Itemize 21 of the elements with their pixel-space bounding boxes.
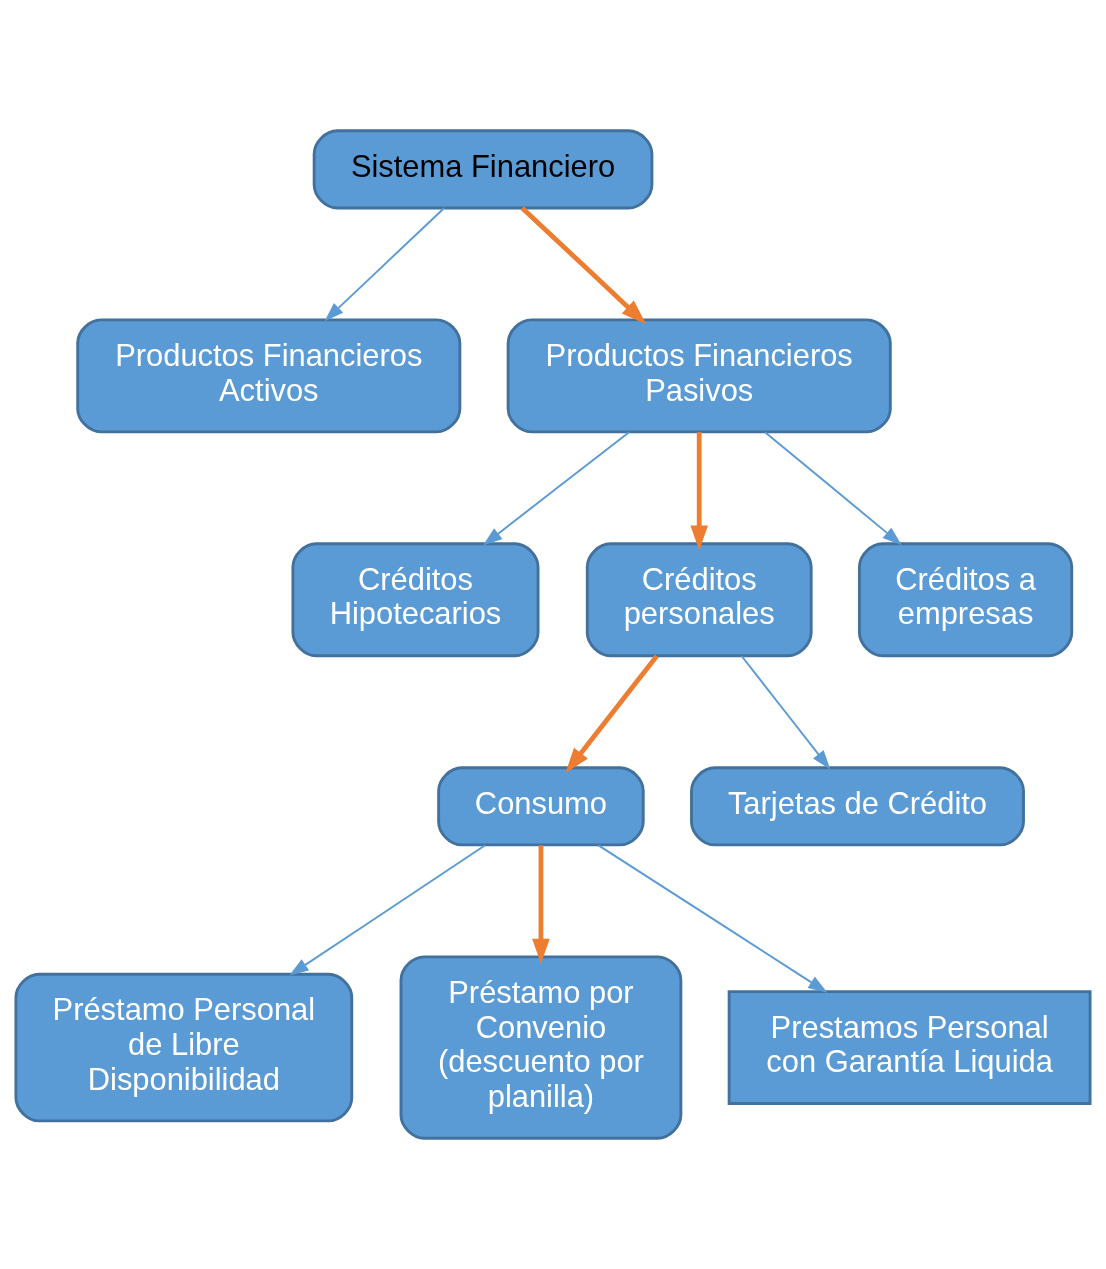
arrow xyxy=(520,206,647,325)
node-box: Productos Financieros Pasivos xyxy=(506,318,892,434)
arrow xyxy=(597,844,828,993)
arrow xyxy=(764,431,902,546)
arrow xyxy=(690,432,709,551)
node-box: Sistema Financiero xyxy=(312,129,654,210)
node-box: Créditos a empresas xyxy=(857,542,1074,658)
arrow xyxy=(565,654,659,773)
arrow xyxy=(289,844,487,976)
arrow xyxy=(740,655,831,770)
node-box: Tarjetas de Crédito xyxy=(690,766,1025,847)
node-box: Créditos Hipotecarios xyxy=(291,542,540,658)
node-box: Créditos personales xyxy=(585,542,813,658)
arrow xyxy=(324,207,446,322)
node-box: Consumo xyxy=(437,766,645,847)
node-box: Préstamo por Convenio (descuento por planilla) xyxy=(399,955,683,1140)
node-box: Prestamos Personal con Garantía Liquida xyxy=(727,990,1092,1105)
arrow xyxy=(483,431,631,546)
arrow xyxy=(532,845,550,964)
node-box: Productos Financieros Activos xyxy=(76,318,462,434)
node-box: Préstamo Personal de Libre Disponibilidad xyxy=(14,972,354,1123)
